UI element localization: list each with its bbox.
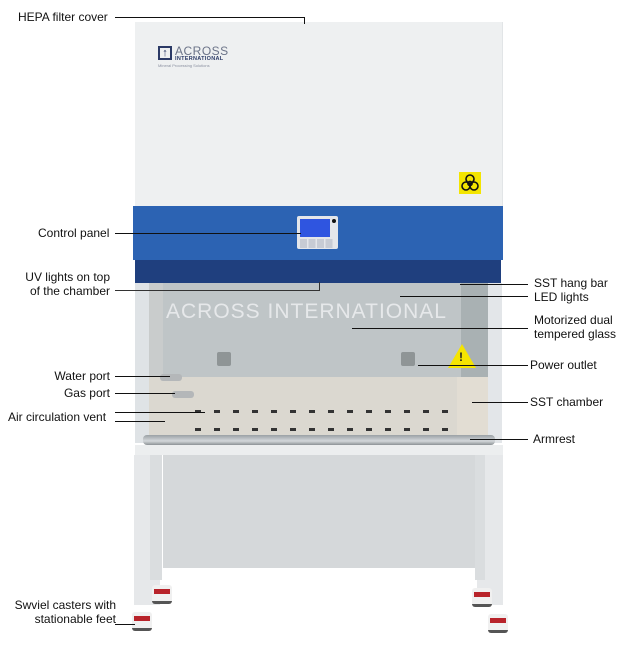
leader-outlet: [418, 365, 528, 366]
leader-chamber: [472, 402, 528, 403]
tempered-glass-sash: [163, 283, 461, 377]
leader-air-2: [115, 421, 165, 422]
label-casters: Swviel casters with stationable feet: [14, 598, 116, 626]
leader-casters: [115, 624, 135, 625]
label-water-port: Water port: [54, 369, 110, 383]
label-armrest: Armrest: [533, 432, 575, 446]
leader-control: [115, 233, 301, 234]
right-rear-leg: [475, 455, 485, 580]
label-sst-hang-bar: SST hang bar: [534, 276, 608, 290]
power-outlet-left: [217, 352, 231, 366]
label-motorized-glass: Motorized dual tempered glass: [534, 313, 617, 341]
caster-left-front: [132, 612, 152, 631]
keypad[interactable]: [300, 239, 334, 248]
sst-chamber-interior: [149, 377, 488, 437]
right-frame-post: [488, 283, 502, 443]
lcd-screen: [300, 219, 330, 237]
power-outlet-right: [401, 352, 415, 366]
label-gas-port: Gas port: [63, 386, 110, 400]
logo-word: ACROSS: [175, 44, 229, 58]
glass-watermark: ACROSS INTERNATIONAL: [166, 300, 447, 323]
power-knob[interactable]: [332, 219, 336, 223]
gas-port-valve: [172, 391, 194, 398]
air-vent-row-front: [195, 428, 455, 431]
warning-triangle-icon: [448, 344, 476, 368]
leader-uv-rise: [319, 282, 320, 291]
sst-chamber-side-wall: [457, 377, 488, 437]
control-panel[interactable]: [297, 216, 338, 249]
leader-hepa-drop: [304, 17, 305, 24]
caster-left-rear: [152, 585, 172, 604]
leader-hangbar: [460, 284, 528, 285]
label-control-panel: Control panel: [38, 226, 110, 240]
armrest: [143, 435, 495, 445]
left-frame-post: [135, 283, 149, 443]
lower-panel: [163, 455, 475, 568]
front-apron: [135, 445, 503, 455]
logo-tagline: Mineral Processing Solutions: [158, 63, 210, 68]
water-port-valve: [160, 374, 182, 381]
caster-right-front: [488, 614, 508, 633]
biohazard-icon: [459, 172, 481, 194]
leader-hepa: [115, 17, 305, 18]
uv-light-housing: [135, 260, 501, 283]
warning-glyph: !: [459, 350, 463, 364]
left-rear-leg: [150, 455, 162, 580]
label-hepa-filter-cover: HEPA filter cover: [18, 10, 108, 24]
caster-right-rear: [472, 588, 492, 607]
leader-armrest: [470, 439, 528, 440]
logo-subword: INTERNATIONAL: [175, 56, 224, 62]
hepa-filter-cover: [135, 22, 503, 206]
label-air-circulation-vent: Air circulation vent: [8, 410, 107, 424]
leader-led: [400, 296, 528, 297]
label-power-outlet: Power outlet: [530, 358, 597, 372]
brand-logo: ↑ ACROSS INTERNATIONAL Mineral Processin…: [158, 44, 230, 74]
label-uv-lights: UV lights on top of the chamber: [25, 270, 110, 298]
leader-air-1: [115, 412, 205, 413]
label-sst-chamber: SST chamber: [530, 395, 604, 409]
air-vent-row-back: [195, 410, 455, 413]
leader-glass: [352, 328, 528, 329]
leader-gas: [115, 393, 175, 394]
label-led-lights: LED lights: [534, 290, 589, 304]
up-arrow-icon: ↑: [158, 46, 172, 60]
leader-uv: [115, 290, 320, 291]
leader-water: [115, 376, 170, 377]
